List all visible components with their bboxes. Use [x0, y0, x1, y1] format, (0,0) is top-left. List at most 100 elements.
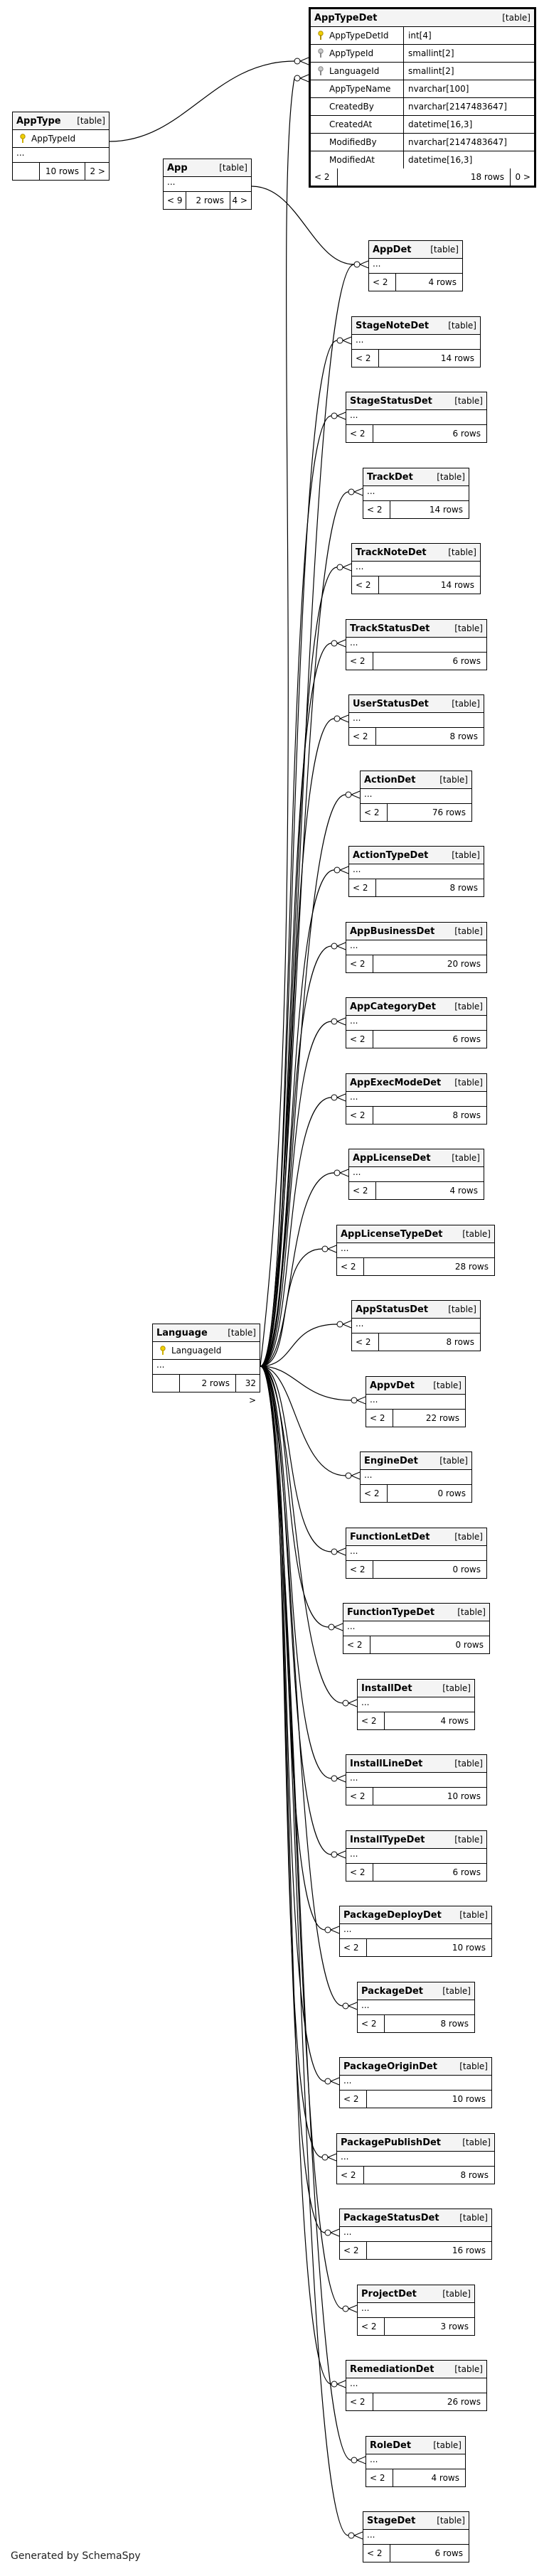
- parents-count[interactable]: < 2: [346, 653, 373, 670]
- parents-count[interactable]: < 2: [346, 955, 373, 972]
- parents-count[interactable]: < 2: [349, 1182, 376, 1199]
- children-count[interactable]: 4 >: [230, 192, 251, 209]
- parents-count[interactable]: < 2: [340, 2242, 367, 2259]
- parents-count[interactable]: [13, 163, 40, 180]
- generated-by-footer: Generated by SchemaSpy: [11, 2550, 141, 2562]
- column-type: datetime[16,3]: [403, 151, 534, 168]
- table-name: ProjectDet: [361, 2288, 417, 2299]
- parents-count[interactable]: < 2: [358, 2015, 385, 2032]
- crowfoot-marker: [351, 2456, 366, 2464]
- children-count[interactable]: 2 >: [85, 163, 109, 180]
- parents-count[interactable]: < 2: [369, 274, 396, 291]
- table-language[interactable]: Language [table] LanguageId ... 2 rows 3…: [152, 1324, 260, 1405]
- row-count: 6 rows: [434, 2548, 463, 2558]
- parents-count[interactable]: < 2: [337, 1258, 364, 1275]
- parents-count[interactable]: < 2: [340, 2091, 367, 2108]
- table-kind-label: [table]: [452, 850, 480, 860]
- row-count: 28 rows: [454, 1262, 489, 1272]
- parents-count[interactable]: < 2: [352, 350, 379, 367]
- parents-count[interactable]: < 2: [346, 425, 373, 442]
- language-relationship-line: [260, 491, 349, 1367]
- row-count: 2 rows: [201, 1378, 230, 1388]
- parents-count[interactable]: < 2: [337, 2167, 364, 2184]
- parents-count[interactable]: < 2: [346, 1107, 373, 1124]
- parents-count[interactable]: [153, 1375, 180, 1392]
- more-columns: ...: [337, 2152, 494, 2167]
- parents-count[interactable]: < 2: [352, 576, 379, 594]
- parents-count[interactable]: < 9: [164, 192, 186, 209]
- parents-count[interactable]: < 2: [346, 1788, 373, 1805]
- table-header: FunctionTypeDet[table]: [343, 1604, 489, 1621]
- parents-count[interactable]: < 2: [366, 1410, 393, 1427]
- more-columns: ...: [369, 259, 462, 274]
- language-relationship-line: [260, 1365, 352, 2461]
- parents-count[interactable]: < 2: [346, 1864, 373, 1881]
- language-relationship-line: [260, 1365, 326, 2233]
- parents-count[interactable]: < 2: [349, 728, 376, 745]
- children-count[interactable]: 32 >: [235, 1375, 260, 1405]
- table-apptype[interactable]: AppType [table] AppTypeId ... 10 rows 2 …: [12, 112, 110, 181]
- parents-count[interactable]: < 2: [361, 804, 388, 821]
- parents-count[interactable]: < 2: [340, 1939, 367, 1956]
- crowfoot-marker: [331, 1547, 346, 1556]
- parents-count[interactable]: < 2: [343, 1636, 370, 1653]
- column-type: int[4]: [403, 27, 534, 44]
- parents-count[interactable]: < 2: [358, 2318, 385, 2335]
- parents-count[interactable]: < 2: [352, 1333, 379, 1351]
- parents-count[interactable]: < 2: [346, 1031, 373, 1048]
- more-columns: ...: [343, 1621, 489, 1636]
- more-columns: ...: [349, 713, 484, 728]
- language-relationship-line: [260, 1172, 335, 1367]
- parents-count[interactable]: < 2: [358, 1712, 385, 1729]
- parents-count[interactable]: < 2: [363, 501, 390, 518]
- parents-count[interactable]: < 2: [349, 879, 376, 896]
- parents-count[interactable]: < 2: [346, 1561, 373, 1578]
- table-app[interactable]: App [table] ... < 9 2 rows 4 >: [163, 159, 252, 210]
- crowfoot-marker: [331, 412, 346, 420]
- children-count[interactable]: 0 >: [510, 168, 534, 186]
- row-count: 8 rows: [460, 2170, 489, 2180]
- parents-count[interactable]: < 2: [311, 168, 338, 186]
- more-columns: ...: [352, 562, 480, 576]
- parents-count[interactable]: < 2: [361, 1485, 388, 1502]
- parents-count[interactable]: < 2: [366, 2469, 393, 2486]
- parents-count[interactable]: < 2: [346, 2393, 373, 2410]
- parents-count[interactable]: < 2: [363, 2545, 390, 2562]
